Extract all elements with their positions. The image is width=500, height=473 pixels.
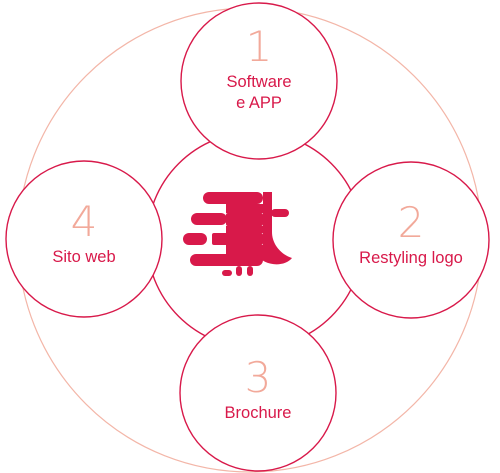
step-4: 4 Sito web xyxy=(6,161,162,317)
step-3-number: 3 xyxy=(244,352,272,402)
step-circle-3 xyxy=(179,314,337,472)
step-2-number: 2 xyxy=(397,197,425,247)
step-circle-1 xyxy=(180,2,338,160)
step-4-number: 4 xyxy=(70,196,98,246)
step-circle-4 xyxy=(5,160,163,318)
step-2: 2 Restyling logo xyxy=(333,162,489,318)
step-1-label: Software e APP xyxy=(226,73,292,112)
step-1-number: 1 xyxy=(245,22,273,71)
step-circle-2 xyxy=(332,161,490,319)
step-2-label: Restyling logo xyxy=(359,248,463,267)
step-1: 1 Software e APP xyxy=(181,3,337,159)
step-4-label: Sito web xyxy=(52,247,116,266)
step-3: 3 Brochure xyxy=(180,315,336,471)
brand-mark-icon xyxy=(183,192,292,276)
step-3-label: Brochure xyxy=(224,403,292,422)
